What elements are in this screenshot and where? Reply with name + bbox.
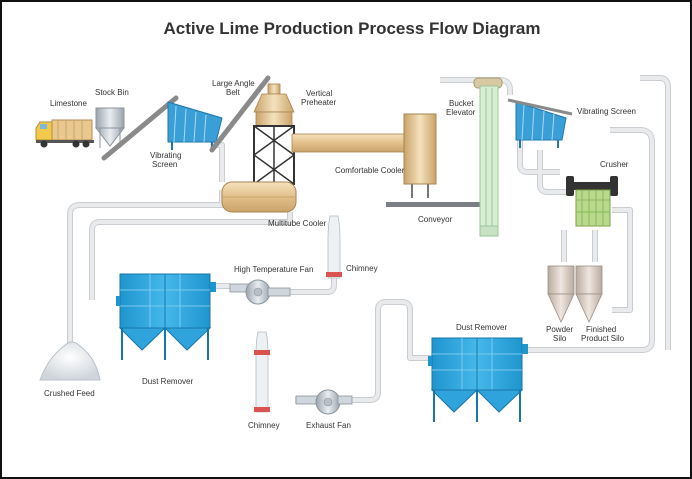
powder-silo-icon xyxy=(547,265,575,323)
crushed-feed-pile-icon xyxy=(39,341,101,381)
dust-remover-left-label: Dust Remover xyxy=(142,377,193,386)
vibrating-screen-right-icon xyxy=(515,101,567,148)
bucket-elevator-icon xyxy=(473,77,503,237)
crusher-label: Crusher xyxy=(600,160,629,169)
high-temperature-fan-label: High Temperature Fan xyxy=(234,265,313,274)
chimney-top-icon xyxy=(326,215,342,279)
powder-silo-label-1: Powder xyxy=(546,325,573,334)
limestone-label: Limestone xyxy=(50,99,87,108)
hot-air-duct xyxy=(291,133,407,153)
dust-remover-left-icon xyxy=(116,273,216,360)
vertical-preheater-icon xyxy=(253,83,295,185)
conveyor-icon xyxy=(386,202,482,207)
large-angle-belt-icon xyxy=(209,75,271,153)
dust-remover-right-label: Dust Remover xyxy=(456,323,507,332)
powder-silo-label-2: Silo xyxy=(553,334,567,343)
chimney-bottom-icon xyxy=(254,331,270,413)
comfortable-cooler-label: Comfortable Cooler xyxy=(335,166,405,175)
bucket-elevator-label-1: Bucket xyxy=(449,99,474,108)
exhaust-fan-icon xyxy=(295,389,353,415)
chimney-top-label: Chimney xyxy=(346,264,378,273)
large-angle-belt-label-1: Large Angle xyxy=(212,79,255,88)
crushed-feed-label: Crushed Feed xyxy=(44,389,95,398)
vibrating-screen-left-label-2: Screen xyxy=(152,160,177,169)
large-angle-belt-label-2: Belt xyxy=(226,88,241,97)
multitube-cooler-label: Multitube Cooler xyxy=(268,219,327,228)
vibrating-screen-right-label: Vibrating Screen xyxy=(577,107,636,116)
vibrating-screen-left-label-1: Vibrating xyxy=(150,151,181,160)
high-temperature-fan-icon xyxy=(229,279,291,305)
comfortable-cooler-icon xyxy=(403,113,437,198)
vertical-preheater-label-2: Preheater xyxy=(301,98,336,107)
bucket-elevator-label-2: Elevator xyxy=(446,108,476,117)
exhaust-fan-label: Exhaust Fan xyxy=(306,421,351,430)
pipe-network xyxy=(67,75,671,403)
finished-product-silo-label-1: Finished xyxy=(586,325,616,334)
vertical-preheater-label-1: Vertical xyxy=(306,89,332,98)
multitube-cooler-icon xyxy=(221,181,297,213)
finished-product-silo-icon xyxy=(575,265,603,323)
belt-conveyor-left xyxy=(101,95,179,161)
vibrating-screen-right-rail xyxy=(507,98,573,116)
finished-product-silo-label-2: Product Silo xyxy=(581,334,625,343)
dust-remover-right-icon xyxy=(428,337,528,422)
conveyor-label: Conveyor xyxy=(418,215,453,224)
stock-bin-icon xyxy=(94,107,126,148)
chimney-bottom-label: Chimney xyxy=(248,421,280,430)
diagram-title: Active Lime Production Process Flow Diag… xyxy=(164,19,541,38)
stock-bin-label: Stock Bin xyxy=(95,88,129,97)
limestone-truck-icon xyxy=(35,119,94,148)
crusher-icon xyxy=(566,176,618,227)
